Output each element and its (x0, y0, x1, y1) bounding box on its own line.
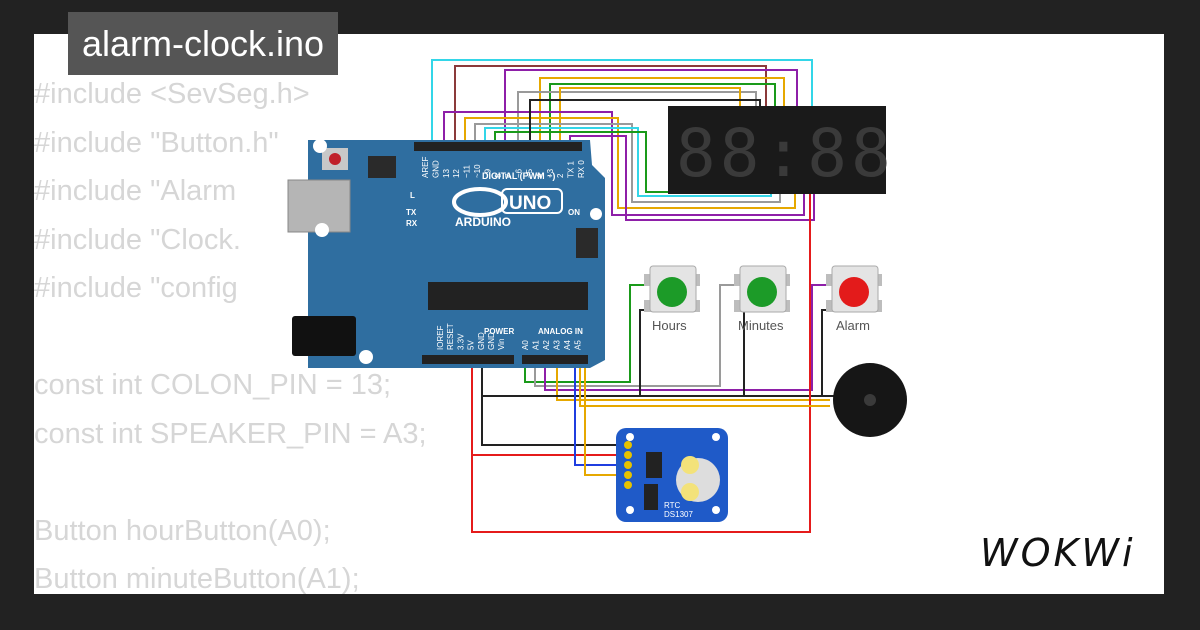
rtc-chip (646, 452, 662, 478)
pin-label: RESET (446, 323, 455, 350)
pin-label: A1 (532, 340, 541, 350)
power-jack (292, 316, 356, 356)
code-line: #include "Button.h" (34, 126, 279, 159)
pin-label: GND (477, 332, 486, 350)
atmega-chip (428, 282, 588, 310)
buzzer[interactable] (833, 363, 907, 437)
power-header (422, 355, 514, 364)
on-label: ON (568, 208, 580, 217)
led-label: RX (406, 219, 418, 228)
code-line: const int SPEAKER_PIN = A3; (34, 417, 427, 450)
code-line: #include "Clock. (34, 223, 241, 256)
led-label: TX (406, 208, 417, 217)
pin-label: A3 (553, 340, 562, 350)
pin-label: 7 (504, 173, 513, 178)
pin-label: 8 (494, 173, 503, 178)
pin-label: ~9 (483, 168, 492, 178)
rtc-module[interactable]: RTC DS1307 (616, 428, 728, 522)
code-line: Button minuteButton(A1); (34, 563, 360, 595)
button-label: Hours (652, 318, 687, 333)
pin-label: 5V (467, 340, 476, 350)
pin-label: RX 0 (577, 160, 586, 178)
hours-button[interactable]: Hours (644, 265, 700, 333)
pin-label: ~5 (525, 168, 534, 178)
pin-label: 3.3V (456, 333, 465, 350)
pin-label: A2 (542, 340, 551, 350)
alarm-button[interactable]: Alarm (826, 265, 882, 333)
usb-port (287, 179, 351, 233)
display-digits: 88:88 (676, 115, 895, 192)
pin-label: 4 (535, 173, 544, 178)
wokwi-logo: WOKWi (980, 531, 1136, 575)
pin-label: A0 (521, 340, 530, 350)
pin-label: Vin (497, 339, 506, 350)
board-name: ARDUINO (455, 215, 511, 229)
power-label: POWER (484, 327, 514, 336)
rtc-chip-label: DS1307 (664, 510, 693, 519)
pin-label: AREF (421, 157, 430, 178)
pin-label: TX 1 (567, 161, 576, 178)
analog-label: ANALOG IN (538, 327, 583, 336)
arduino-uno[interactable]: ARDUINO UNO DIGITAL (PWM ~) ON L TX RX P… (287, 139, 605, 368)
rtc-label: RTC (664, 501, 681, 510)
code-background: #include <SevSeg.h> #include "Button.h" #i… (34, 70, 427, 604)
code-line: const int COLON_PIN = 13; (34, 369, 392, 401)
led-label: L (410, 191, 415, 200)
digital-label: DIGITAL (PWM ~) (482, 171, 555, 181)
pin-label: 12 (452, 169, 461, 178)
pin-label: A4 (563, 340, 572, 350)
code-line: Button hourButton(A0); (34, 514, 331, 547)
digital-header (414, 142, 582, 151)
pin-label: GND (431, 160, 440, 178)
board-model: UNO (509, 193, 551, 214)
button-label: Alarm (836, 318, 870, 333)
pin-label: ~10 (473, 164, 482, 178)
pin-label: ~3 (546, 168, 555, 178)
pin-label: 13 (442, 169, 451, 178)
file-title: alarm-clock.ino (68, 12, 339, 75)
code-line: #include "config (34, 272, 238, 304)
code-line: #include "Alarm (34, 175, 237, 207)
minutes-button[interactable]: Minutes (734, 265, 790, 333)
pin-label: A5 (574, 340, 583, 350)
arduino-logo-icon (452, 187, 508, 217)
code-line: #include <SevSeg.h> (34, 78, 310, 110)
pin-label: 2 (556, 173, 565, 178)
seven-segment-display[interactable]: 88:88 (668, 106, 895, 194)
button-label: Minutes (738, 318, 784, 333)
pin-label: ~11 (463, 164, 472, 178)
pin-label: IOREF (436, 325, 445, 350)
analog-header (522, 355, 588, 364)
pin-label: ~6 (515, 168, 524, 178)
wokwi-logo-text: WOKWi (980, 531, 1136, 575)
pin-label: GND (487, 332, 496, 350)
